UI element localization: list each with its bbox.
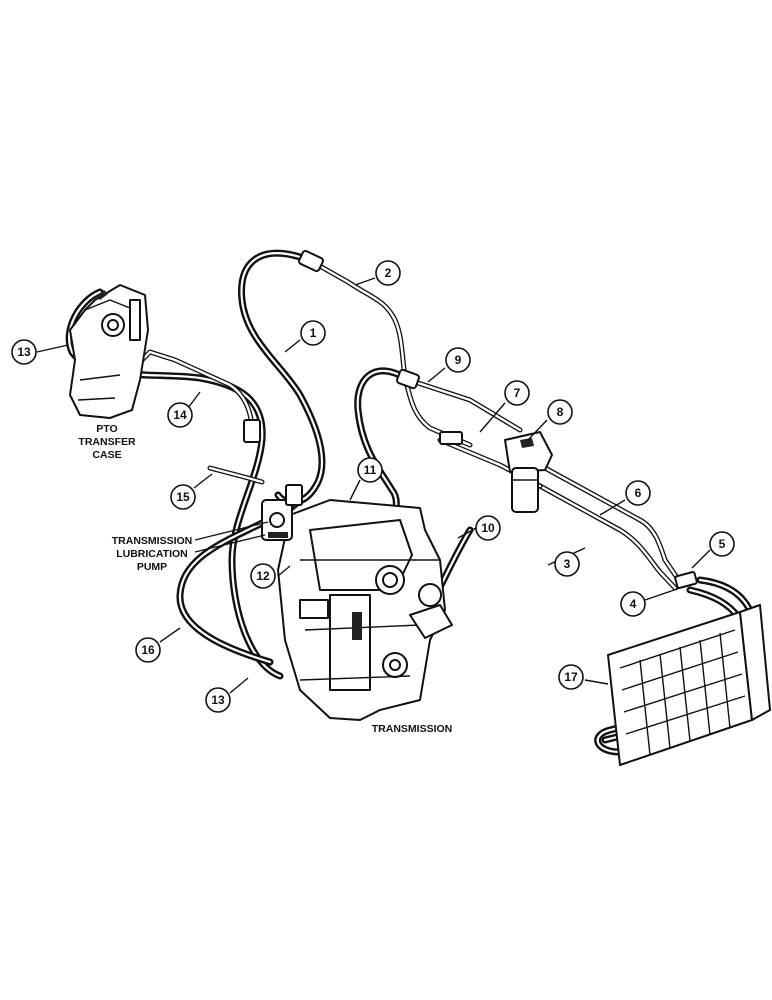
callout-1: 1 [300, 320, 326, 346]
callout-5: 5 [709, 531, 735, 557]
hose-13 [65, 288, 284, 680]
label-pto-transfer-case: PTO TRANSFER CASE [78, 423, 136, 461]
svg-text:TRANSMISSION: TRANSMISSION [112, 535, 193, 547]
svg-text:10: 10 [481, 521, 495, 535]
lubrication-pump [261, 499, 293, 541]
callout-leaders [36, 277, 711, 694]
svg-text:12: 12 [256, 569, 270, 583]
svg-text:PTO: PTO [96, 423, 117, 435]
svg-text:9: 9 [455, 353, 462, 367]
callout-14: 14 [167, 402, 193, 428]
label-transmission: TRANSMISSION [372, 723, 453, 735]
callout-2: 2 [375, 260, 401, 286]
callout-15: 15 [170, 484, 196, 510]
pipe-2 [315, 262, 408, 381]
svg-text:11: 11 [364, 463, 377, 477]
pipe-15 [207, 465, 265, 485]
label-lubrication-pump: TRANSMISSION LUBRICATION PUMP [112, 535, 193, 573]
callout-10: 10 [475, 515, 501, 541]
callout-17: 17 [558, 664, 584, 690]
pipe-14 [137, 349, 255, 428]
callout-11: 11 [357, 457, 383, 483]
svg-text:PUMP: PUMP [137, 561, 167, 573]
svg-text:2: 2 [385, 266, 392, 280]
callout-13-top: 13 [11, 339, 37, 365]
fittings [243, 249, 698, 589]
callout-6: 6 [625, 480, 651, 506]
oil-cooler [607, 604, 771, 766]
svg-text:5: 5 [719, 537, 726, 551]
hose-1 [238, 249, 326, 506]
hose-16 [176, 516, 274, 666]
svg-text:TRANSMISSION: TRANSMISSION [372, 723, 453, 735]
callout-9: 9 [445, 347, 471, 373]
svg-text:7: 7 [514, 386, 521, 400]
callout-13-bottom: 13 [205, 687, 231, 713]
svg-text:CASE: CASE [92, 449, 121, 461]
svg-text:LUBRICATION: LUBRICATION [116, 548, 188, 560]
svg-text:13: 13 [211, 693, 225, 707]
callout-16: 16 [135, 637, 161, 663]
callout-4: 4 [620, 591, 646, 617]
filter-valve-assembly [439, 431, 553, 513]
svg-text:15: 15 [176, 490, 190, 504]
callout-12: 12 [250, 563, 276, 589]
callout-7: 7 [504, 380, 530, 406]
pto-transfer-case [69, 284, 149, 419]
svg-text:8: 8 [557, 405, 564, 419]
svg-text:17: 17 [564, 670, 578, 684]
svg-text:3: 3 [564, 557, 571, 571]
svg-text:16: 16 [141, 643, 155, 657]
svg-text:13: 13 [17, 345, 31, 359]
svg-text:TRANSFER: TRANSFER [78, 436, 136, 448]
svg-text:1: 1 [310, 326, 317, 340]
callout-8: 8 [547, 399, 573, 425]
svg-text:14: 14 [173, 408, 187, 422]
svg-text:4: 4 [630, 597, 637, 611]
svg-text:6: 6 [635, 486, 642, 500]
callout-3: 3 [554, 551, 580, 577]
transmission-body [277, 495, 453, 721]
